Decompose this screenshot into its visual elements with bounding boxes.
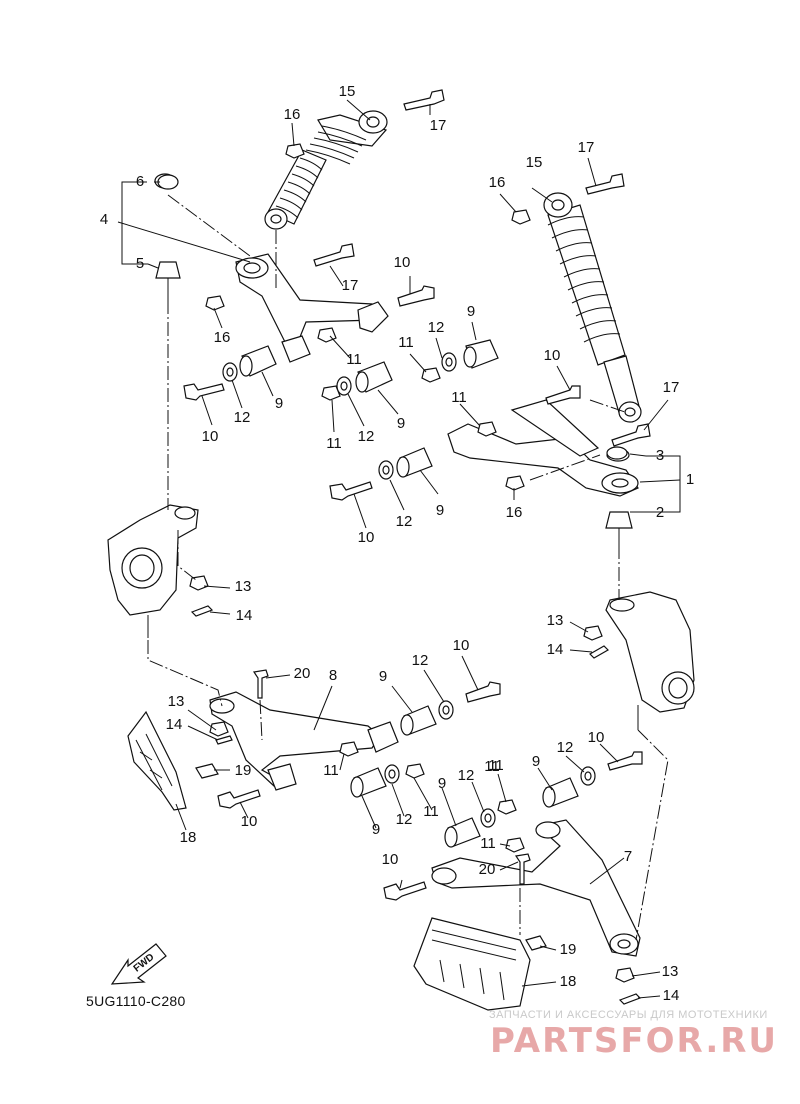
callout-12f: 12 [396,811,413,828]
leader-lines [117,99,681,999]
callout-17a: 17 [430,117,447,134]
callout-6: 6 [136,173,144,190]
callout-12c: 12 [358,428,375,445]
left-guard [127,710,187,811]
callout-17c: 17 [578,139,595,156]
callout-19a: 19 [235,762,252,779]
callout-18b: 18 [560,973,577,990]
callout-12h: 12 [458,767,475,784]
callout-3: 3 [656,447,664,464]
callout-17b: 17 [342,277,359,294]
callout-16a: 16 [284,106,301,123]
callout-10c: 10 [544,347,561,364]
callout-13c: 13 [168,693,185,710]
callout-17d: 17 [663,379,680,396]
callout-14b: 14 [547,641,564,658]
callout-11c: 11 [326,435,342,452]
callout-9c: 9 [397,415,405,432]
callout-14d: 14 [663,987,680,1004]
callout-20a: 20 [294,665,311,682]
callout-11e: 11 [323,762,339,779]
callout-4: 4 [100,211,108,228]
callout-11a: 11 [398,334,414,351]
callout-11d: 11 [451,389,467,406]
callout-10e: 10 [453,637,470,654]
callout-9g: 9 [532,753,540,770]
left-shock-absorber [264,110,388,230]
callout-12a: 12 [428,319,445,336]
callout-7: 7 [624,848,632,865]
callout-10a: 10 [394,254,411,271]
right-shock-absorber [543,192,642,423]
callout-10b: 10 [202,428,219,445]
callout-13b: 13 [547,612,564,629]
diagram-code: 5UG1110-C280 [86,993,186,1009]
watermark-logo: PARTSFOR.RU [490,1021,778,1061]
callout-9e: 9 [379,668,387,685]
callout-10f: 10 [241,813,258,830]
right-guard [413,917,531,1011]
callout-11g: 11 [488,757,504,774]
callout-10h: 10 [382,851,399,868]
callout-10d: 10 [358,529,375,546]
callout-15a: 15 [339,83,356,100]
callout-16c: 16 [489,174,506,191]
callout-16b: 16 [214,329,231,346]
callout-13d: 13 [662,963,679,980]
callout-18a: 18 [180,829,197,846]
callout-14a: 14 [236,607,253,624]
callout-9f: 9 [372,821,380,838]
left-lower-arm [209,691,399,791]
callout-14c: 14 [166,716,183,733]
callout-12d: 12 [396,513,413,530]
right-knuckle [605,591,695,730]
callout-9b: 9 [275,395,283,412]
callout-11f: 11 [423,803,439,820]
fasteners [157,89,651,1005]
callout-5: 5 [136,255,144,272]
watermark-logo-text: PARTSFOR.RU [490,1021,778,1061]
callout-2: 2 [656,504,664,521]
callout-11h: 11 [484,758,500,775]
callout-8: 8 [329,667,337,684]
centerlines [147,194,669,941]
callout-16d: 16 [506,504,523,521]
callout-15b: 15 [526,154,543,171]
fwd-arrow-icon: FWD [110,943,167,985]
callout-19b: 19 [560,941,577,958]
callout-11i: 11 [480,835,496,852]
callout-12b: 12 [234,409,251,426]
watermark-tagline: ЗАПЧАСТИ И АКСЕССУАРЫ ДЛЯ МОТОТЕХНИКИ [489,1009,768,1021]
callout-13a: 13 [235,578,252,595]
callout-9h: 9 [438,775,446,792]
callout-9d: 9 [436,502,444,519]
callout-12e: 12 [412,652,429,669]
left-upper-arm [154,173,389,363]
callout-9a: 9 [467,303,475,320]
left-knuckle [107,504,199,638]
callout-20b: 20 [479,861,496,878]
callout-11b: 11 [346,351,362,368]
right-upper-arm [447,399,639,545]
callout-1: 1 [686,471,694,488]
callout-10g: 10 [588,729,605,746]
callout-12g: 12 [557,739,574,756]
right-lower-arm [431,819,641,957]
